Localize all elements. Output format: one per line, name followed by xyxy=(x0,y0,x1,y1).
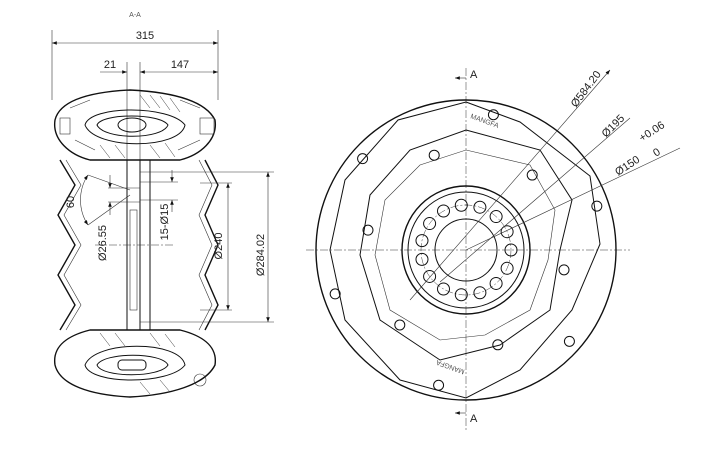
section-mark-top: A xyxy=(470,69,478,81)
leader-584 xyxy=(409,69,611,301)
bolt-hole xyxy=(415,234,429,248)
bottom-roller-section xyxy=(54,329,216,398)
bolt-hole xyxy=(437,204,450,218)
right-profile xyxy=(204,159,219,331)
screw-head xyxy=(433,379,445,391)
screw-head xyxy=(591,200,603,212)
screw-head xyxy=(558,264,570,276)
section-title: A-A xyxy=(129,12,141,19)
dim-inner-dia: Ø240 xyxy=(213,233,225,260)
bolt-holes xyxy=(415,198,518,302)
screw-head xyxy=(526,169,538,181)
dim-outer-dia: Ø284.02 xyxy=(255,234,267,276)
outer-circle xyxy=(315,99,617,401)
dim-front-outer-dia: Ø584.20 xyxy=(569,69,604,110)
logo-top: MANGFA xyxy=(469,113,499,130)
dim-bolt-dia: Ø195 xyxy=(600,113,628,141)
bolt-hole xyxy=(500,225,514,239)
dim-angle: 60 xyxy=(65,196,77,208)
bolt-hole xyxy=(504,243,518,257)
left-profile xyxy=(57,159,76,331)
bolt-hole xyxy=(423,217,437,231)
bolt-hole xyxy=(473,286,487,300)
screw-head xyxy=(362,224,374,236)
dim-offset: 147 xyxy=(171,59,189,71)
bolt-hole xyxy=(454,288,468,302)
bolt-hole xyxy=(423,269,437,283)
bolt-hole xyxy=(500,261,514,275)
bolt-hole xyxy=(473,200,487,214)
dim-roller-dia: Ø26.55 xyxy=(97,225,109,261)
bolt-hole xyxy=(489,276,503,290)
dim-tol-lower: 0 xyxy=(651,146,663,159)
bore xyxy=(434,218,498,282)
roller-screws xyxy=(329,109,603,391)
section-mark-bottom: A xyxy=(470,413,478,425)
screw-head xyxy=(329,288,341,300)
screw-head xyxy=(487,109,499,121)
screw-head xyxy=(394,319,406,331)
roller-ring xyxy=(329,101,601,399)
dim-holes: 15-Ø15 xyxy=(159,204,171,241)
dim-overall-width: 315 xyxy=(136,30,154,42)
dim-bore-dia: Ø150 xyxy=(613,154,642,179)
screw-head xyxy=(563,335,575,347)
screw-head xyxy=(428,149,440,161)
top-roller-section xyxy=(54,89,216,161)
screw-head xyxy=(492,339,504,351)
dim-hub-width: 21 xyxy=(104,59,116,71)
bolt-hole xyxy=(489,210,503,224)
bolt-hole xyxy=(415,252,429,266)
screw-head xyxy=(357,153,369,165)
front-view: A A MANGFA MANGFA Ø584.20 Ø195 Ø150 +0.0… xyxy=(306,68,681,432)
dim-tol-upper: +0.06 xyxy=(637,119,667,144)
bolt-hole xyxy=(454,198,468,212)
bolt-hole xyxy=(437,282,450,296)
section-view: A-A 315 21 147 xyxy=(51,12,274,398)
logo-bottom: MANGFA xyxy=(435,358,465,375)
hub-outer xyxy=(401,185,531,315)
